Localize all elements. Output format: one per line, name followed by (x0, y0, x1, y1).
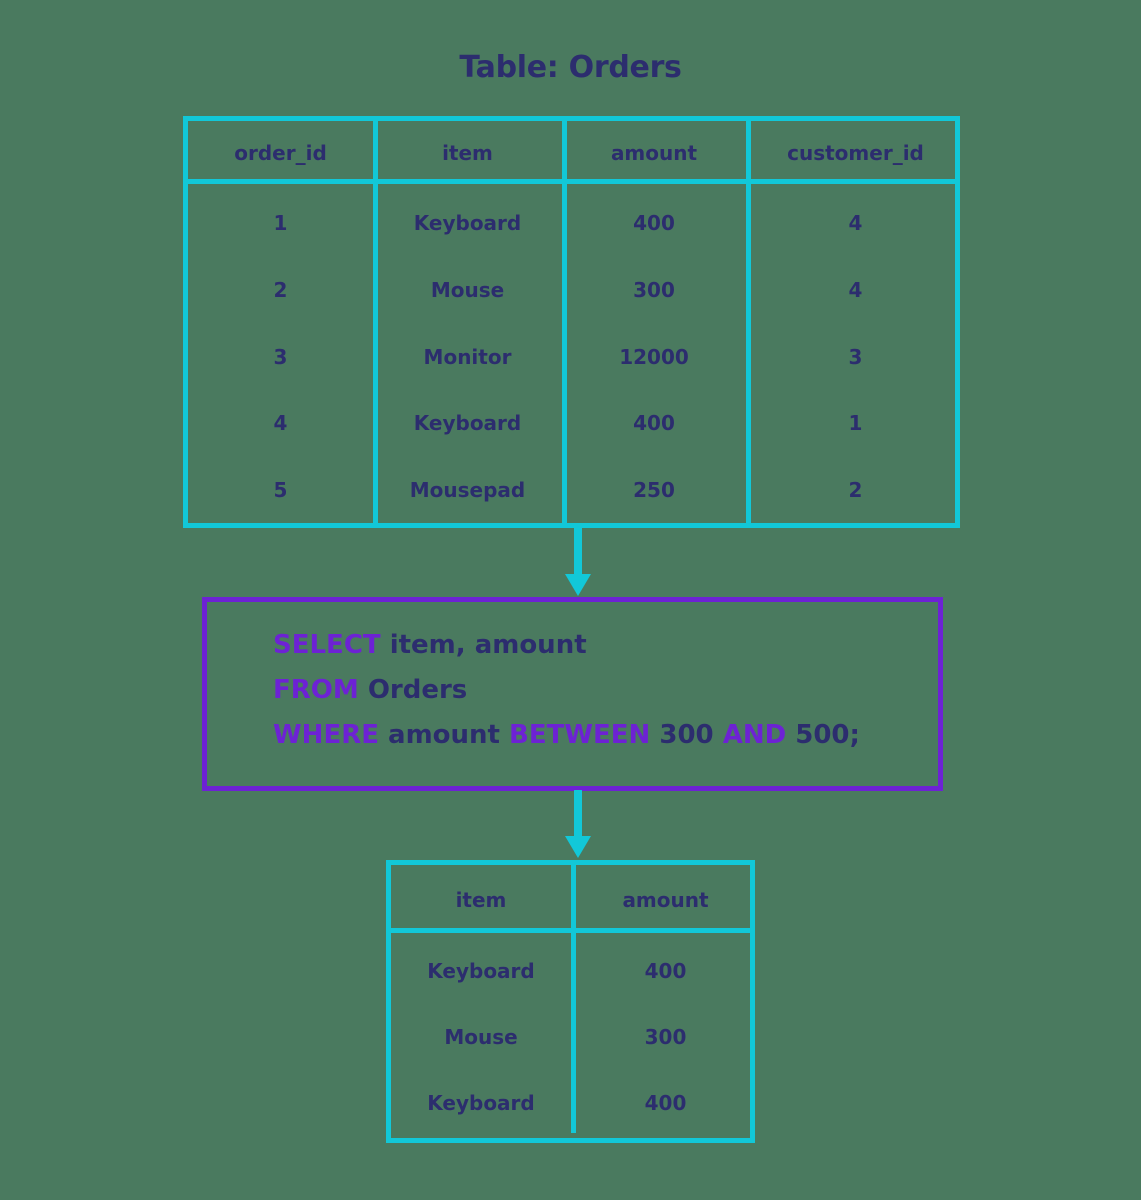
source-column-divider-1 (373, 121, 378, 523)
sql-line-select-rest: item, amount (380, 630, 587, 660)
sql-line-select: SELECT item, amount (273, 632, 928, 658)
sql-keyword-where: WHERE (273, 720, 379, 750)
result-cell-r2c0: Keyboard (427, 1091, 535, 1115)
source-cell-r0c1: Keyboard (413, 211, 522, 235)
result-column-divider (571, 865, 576, 1133)
result-cell-r2c1: 400 (644, 1091, 687, 1115)
result-cell-r0c1: 400 (644, 959, 687, 983)
source-cell-r4c3: 2 (848, 478, 863, 502)
result-header-amount: amount (622, 888, 709, 912)
arrow-shaft (574, 790, 582, 838)
sql-query-text: SELECT item, amount FROM Orders WHERE am… (273, 632, 928, 767)
source-cell-r2c1: Monitor (423, 345, 512, 369)
result-cell-r0c0: Keyboard (427, 959, 535, 983)
source-header-amount: amount (610, 141, 698, 165)
source-cell-r1c0: 2 (273, 278, 288, 302)
source-cell-r4c2: 250 (633, 478, 675, 502)
source-column-divider-2 (562, 121, 567, 523)
source-column-divider-3 (746, 121, 751, 523)
sql-line-where: WHERE amount BETWEEN 300 AND 500; (273, 722, 928, 748)
sql-between-low: 300 (650, 720, 723, 750)
sql-between-high: 500; (786, 720, 860, 750)
sql-keyword-between: BETWEEN (509, 720, 651, 750)
source-cell-r0c2: 400 (633, 211, 675, 235)
source-cell-r1c2: 300 (633, 278, 675, 302)
source-cell-r4c0: 5 (273, 478, 288, 502)
sql-line-from-rest: Orders (358, 675, 468, 705)
source-header-order_id: order_id (234, 141, 327, 165)
sql-line-from: FROM Orders (273, 677, 928, 703)
page-title: Table: Orders (459, 50, 682, 85)
source-header-item: item (442, 141, 493, 165)
source-cell-r0c3: 4 (848, 211, 863, 235)
source-header-customer_id: customer_id (787, 141, 924, 165)
sql-keyword-and: AND (722, 720, 787, 750)
source-cell-r2c3: 3 (848, 345, 863, 369)
sql-keyword-from: FROM (273, 675, 359, 705)
arrow-down-icon-to-result (565, 790, 591, 860)
source-cell-r3c2: 400 (633, 411, 675, 435)
source-table: order_id item amount customer_id 1 Keybo… (183, 116, 960, 528)
source-cell-r3c3: 1 (848, 411, 863, 435)
arrow-head (565, 836, 591, 858)
source-cell-r4c1: Mousepad (409, 478, 526, 502)
arrow-head (565, 574, 591, 596)
arrow-shaft (574, 528, 582, 576)
arrow-down-icon-to-query (565, 528, 591, 596)
sql-query-box: SELECT item, amount FROM Orders WHERE am… (202, 597, 943, 791)
result-cell-r1c0: Mouse (444, 1025, 518, 1049)
source-cell-r1c1: Mouse (430, 278, 505, 302)
sql-where-column: amount (378, 720, 510, 750)
sql-keyword-select: SELECT (273, 630, 381, 660)
source-cell-r0c0: 1 (273, 211, 288, 235)
result-header-divider (391, 928, 750, 933)
source-cell-r3c0: 4 (273, 411, 288, 435)
result-cell-r1c1: 300 (644, 1025, 687, 1049)
source-header-divider (188, 179, 955, 184)
result-header-item: item (455, 888, 507, 912)
source-cell-r3c1: Keyboard (413, 411, 522, 435)
source-cell-r1c3: 4 (848, 278, 863, 302)
source-cell-r2c0: 3 (273, 345, 288, 369)
result-table: item amount Keyboard 400 Mouse 300 Keybo… (386, 860, 755, 1143)
source-cell-r2c2: 12000 (619, 345, 689, 369)
